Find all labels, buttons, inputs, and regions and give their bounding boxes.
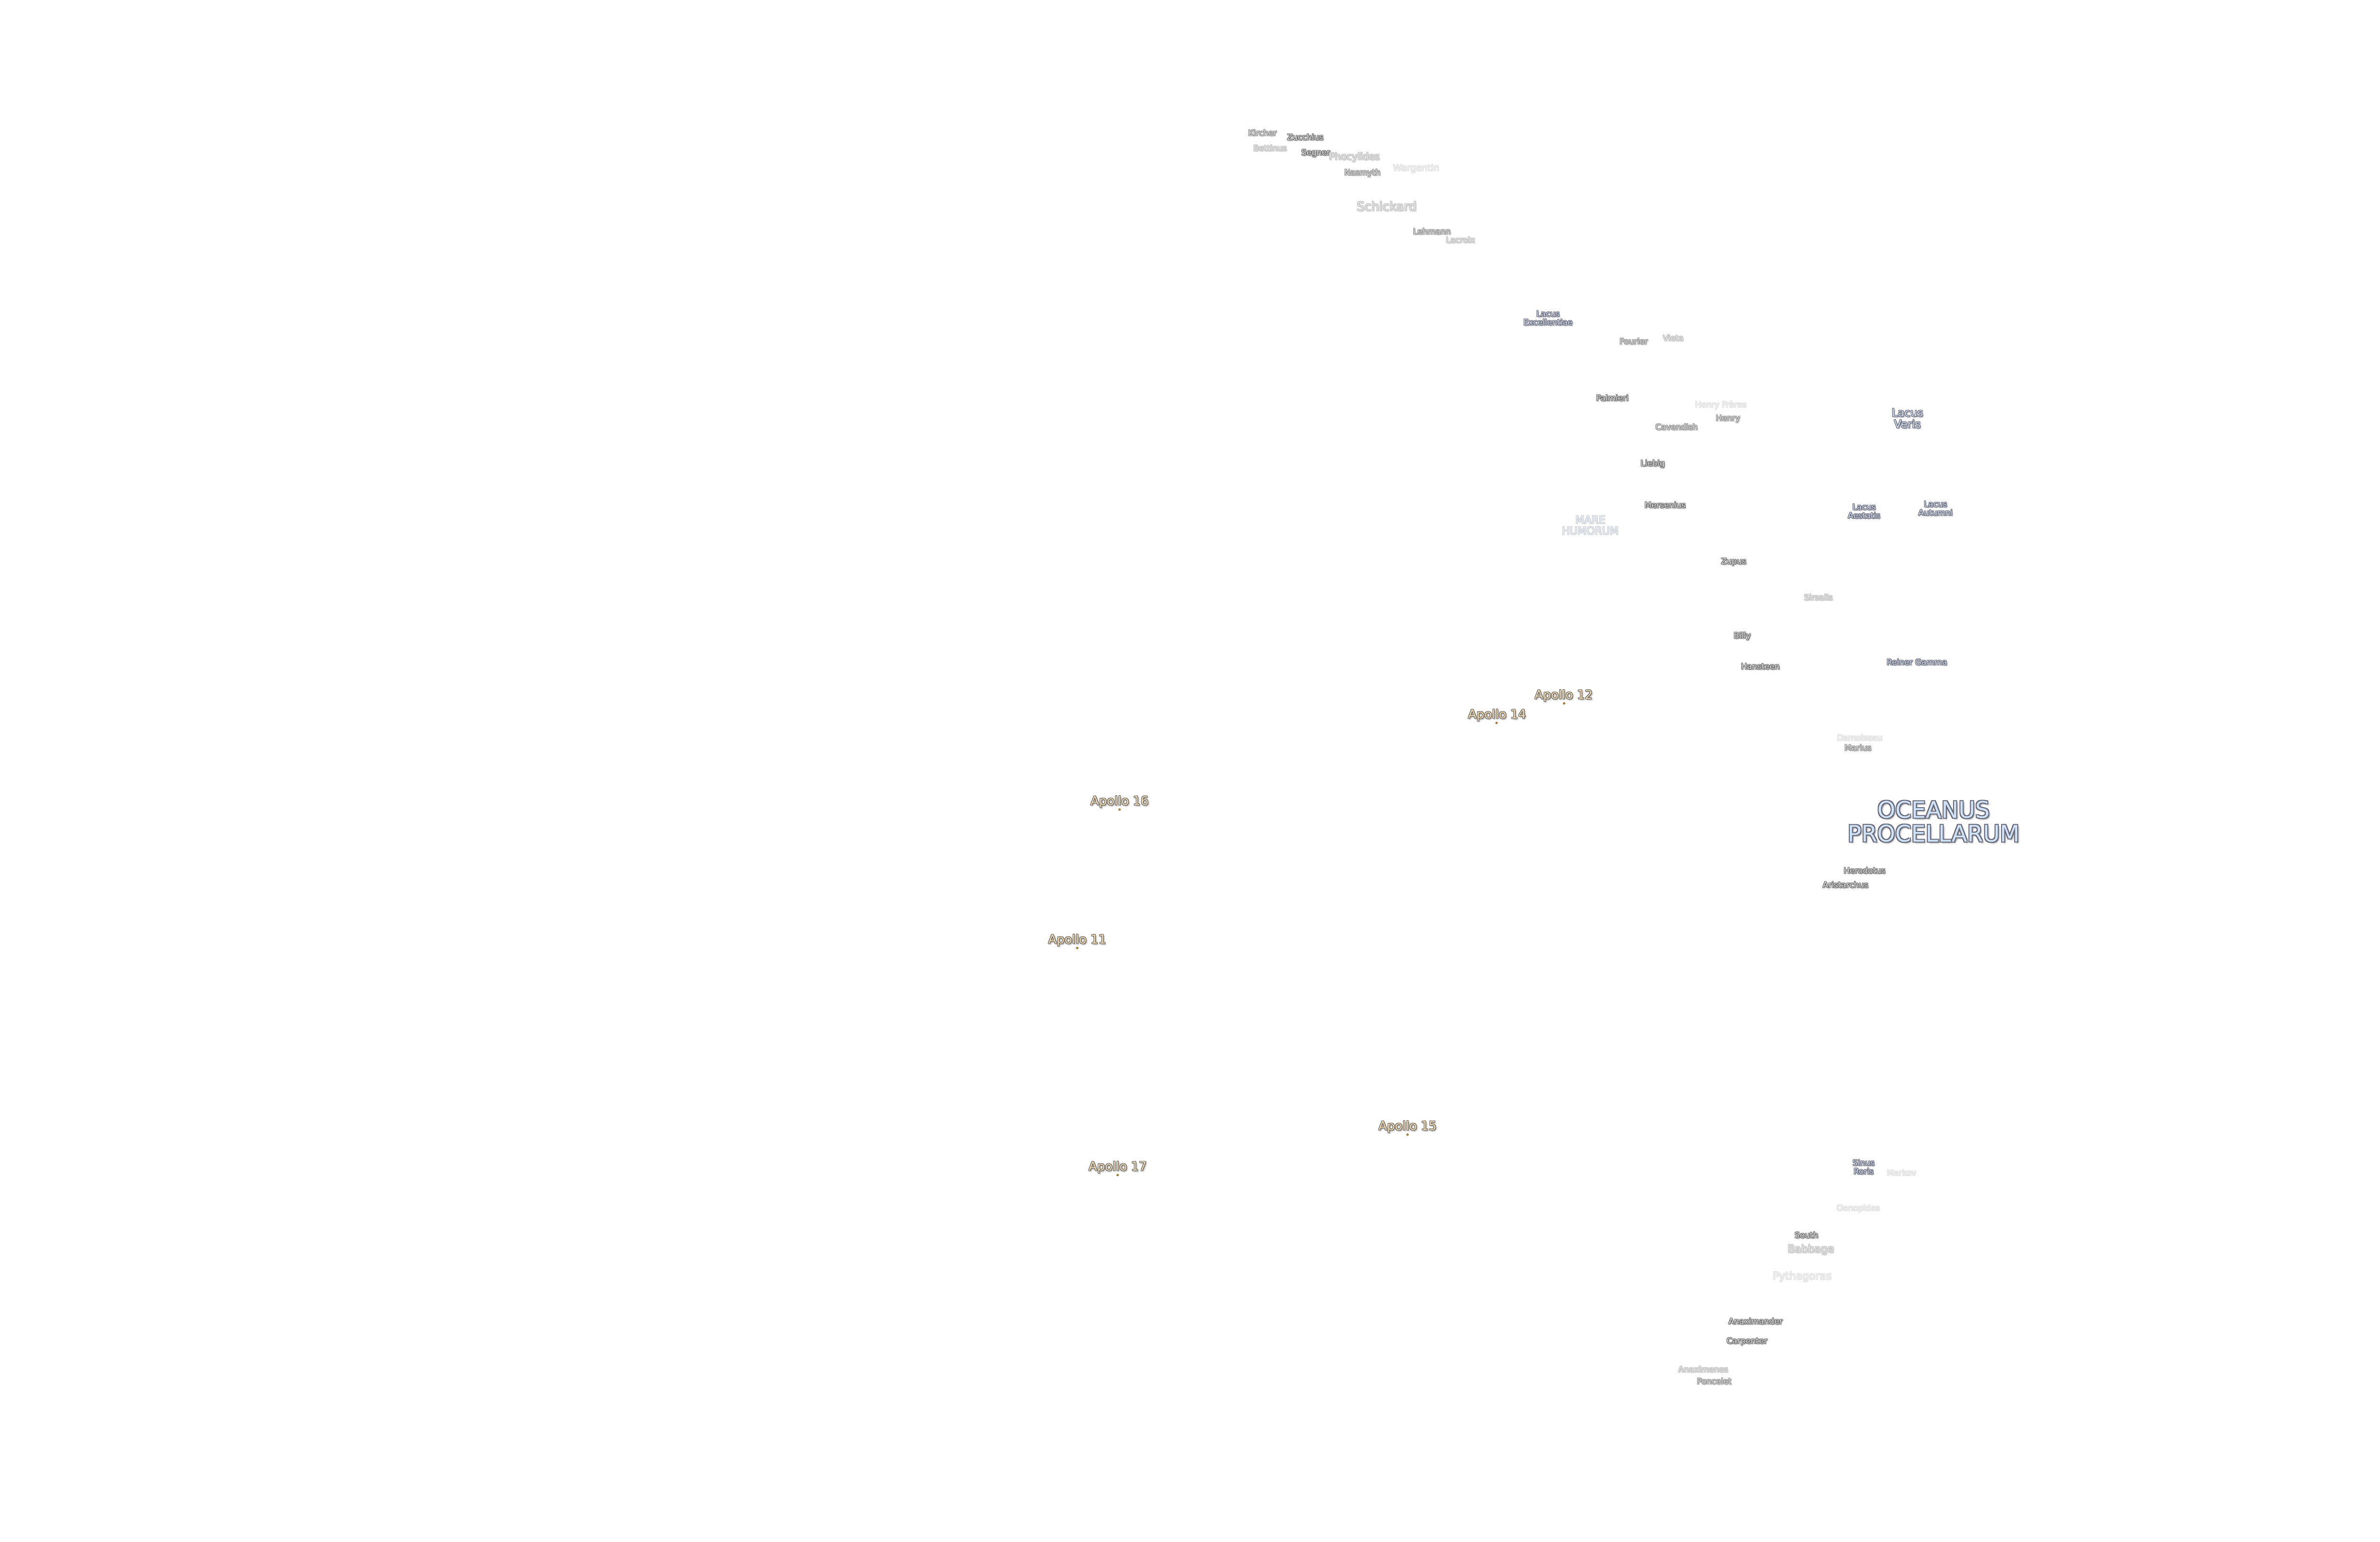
label-lacus-aestatis: Lacus Aestatis: [1848, 503, 1880, 521]
label-damoiseau: Damoiseau: [1837, 733, 1883, 743]
landing-site-marker[interactable]: [1116, 1174, 1119, 1176]
label-henry-freres: Henry Frères: [1695, 400, 1747, 410]
label-apollo-12[interactable]: Apollo 12: [1535, 688, 1593, 702]
label-billy: Billy: [1734, 631, 1751, 641]
label-nasmyth: Nasmyth: [1344, 168, 1381, 178]
label-line: HUMORUM: [1562, 525, 1619, 537]
label-line: Lacus: [1891, 406, 1924, 419]
label-wargentin: Wargentin: [1393, 163, 1439, 174]
label-apollo-17[interactable]: Apollo 17: [1089, 1159, 1147, 1174]
label-reiner-gamma: Reiner Gamma: [1886, 658, 1947, 668]
label-lacus-autumni: Lacus Autumni: [1918, 500, 1953, 518]
label-line: Aestatis: [1848, 511, 1880, 521]
label-henry: Henry: [1716, 414, 1740, 424]
label-lehmann: Lehmann: [1413, 227, 1451, 237]
label-sirsalis: Sirsalis: [1804, 593, 1833, 603]
label-lacus-veris: Lacus Veris: [1892, 407, 1923, 430]
label-markov: Markov: [1887, 1168, 1916, 1178]
landing-site-marker[interactable]: [1406, 1133, 1409, 1136]
label-cavendish: Cavendish: [1655, 423, 1698, 433]
label-schickard: Schickard: [1356, 199, 1417, 214]
landing-site-marker[interactable]: [1563, 702, 1566, 705]
label-line: Lacus: [1924, 500, 1947, 510]
label-oenopides: Oenopides: [1836, 1204, 1880, 1214]
label-anaximenes: Anaximenes: [1678, 1365, 1728, 1375]
label-line: MARE: [1575, 514, 1606, 526]
label-mersenius: Mersenius: [1644, 501, 1686, 511]
label-line: Lacus: [1852, 503, 1876, 513]
label-line: Excellentiae: [1523, 318, 1573, 327]
label-pythagoras: Pythagoras: [1773, 1270, 1832, 1283]
label-sinus-roris: Sinus Roris: [1853, 1159, 1874, 1176]
label-phocylides: Phocylides: [1329, 150, 1380, 162]
label-line: Veris: [1894, 418, 1921, 431]
label-carpenter: Carpenter: [1726, 1336, 1767, 1346]
label-anaximander: Anaximander: [1728, 1317, 1783, 1327]
label-vieta: Vieta: [1663, 334, 1684, 344]
label-zupus: Zupus: [1721, 557, 1746, 567]
label-mare-humorum: MARE HUMORUM: [1562, 515, 1618, 537]
label-kircher: Kircher: [1248, 128, 1277, 138]
label-palmieri: Palmieri: [1596, 394, 1629, 404]
label-hansteen: Hansteen: [1741, 662, 1780, 672]
label-bettinus: Bettinus: [1253, 144, 1287, 154]
label-zucchius: Zucchius: [1287, 133, 1324, 143]
landing-site-marker[interactable]: [1118, 808, 1121, 811]
label-herodotus: Herodotus: [1844, 866, 1885, 876]
label-apollo-15[interactable]: Apollo 15: [1378, 1119, 1437, 1134]
label-line: OCEANUS: [1877, 797, 1990, 824]
label-babbage: Babbage: [1787, 1243, 1834, 1255]
label-liebig: Liebig: [1640, 459, 1665, 469]
label-line: Lacus: [1536, 309, 1560, 319]
label-apollo-14[interactable]: Apollo 14: [1468, 707, 1526, 722]
label-lacroix: Lacroix: [1446, 236, 1475, 246]
label-lacus-excellentiae: Lacus Excellentiae: [1523, 310, 1572, 327]
label-line: Sinus: [1853, 1158, 1874, 1168]
label-poncelet: Poncelet: [1696, 1377, 1732, 1387]
label-line: Roris: [1853, 1167, 1874, 1176]
label-segner: Segner: [1301, 148, 1330, 158]
label-line: Autumni: [1918, 508, 1953, 518]
label-fourier: Fourier: [1619, 337, 1648, 347]
landing-site-marker[interactable]: [1495, 722, 1498, 724]
label-aristarchus: Aristarchus: [1823, 880, 1868, 890]
landing-site-marker[interactable]: [1076, 947, 1079, 949]
label-marius: Marius: [1844, 743, 1872, 753]
label-apollo-11[interactable]: Apollo 11: [1048, 932, 1106, 947]
label-south: South: [1795, 1231, 1818, 1241]
label-line: PROCELLARUM: [1847, 821, 2020, 848]
label-oceanus-procellarum: OCEANUS PROCELLARUM: [1847, 797, 2020, 848]
label-apollo-16[interactable]: Apollo 16: [1091, 794, 1149, 809]
